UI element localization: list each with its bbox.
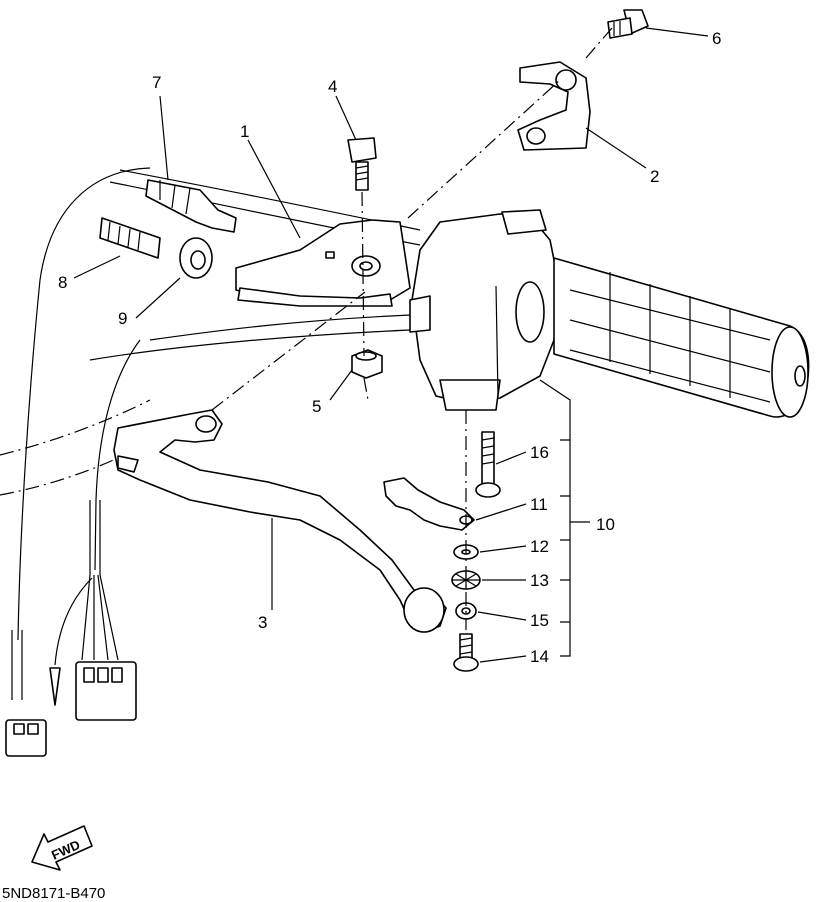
part-11-switch-plate <box>383 477 475 531</box>
callout-4: 4 <box>328 77 337 96</box>
forward-arrow-icon: FWD <box>31 825 93 871</box>
callout-9: 9 <box>118 309 127 328</box>
handlebar-grip <box>553 257 810 418</box>
part-14-screw <box>453 633 479 672</box>
callout-16: 16 <box>530 443 549 462</box>
callout-14: 14 <box>530 647 549 666</box>
callout-8: 8 <box>58 273 67 292</box>
callout-1: 1 <box>240 122 249 141</box>
part-10-handlebar-switch <box>409 209 559 411</box>
callout-2: 2 <box>650 167 659 186</box>
callout-11: 11 <box>530 495 548 514</box>
callout-15: 15 <box>530 611 549 630</box>
diagram-code: 5ND8171-B470 <box>2 885 105 902</box>
part-9-locknut <box>179 237 213 279</box>
part-5-nut <box>351 349 383 379</box>
callout-6: 6 <box>712 29 721 48</box>
part-4-pivot-bolt <box>347 137 377 191</box>
part-7-cable-adjuster <box>145 179 237 233</box>
callout-5: 5 <box>312 397 321 416</box>
callout-labels: 1 2 3 4 5 6 7 8 9 10 11 12 13 14 15 16 <box>58 29 721 666</box>
part-1-lever-holder <box>235 219 411 307</box>
part-6-screw <box>607 9 649 39</box>
part-16-screw <box>475 431 501 498</box>
callout-7: 7 <box>152 73 161 92</box>
callout-3: 3 <box>258 613 267 632</box>
part-3-clutch-lever <box>113 409 447 633</box>
assembly-lines <box>211 27 613 630</box>
part-8-adjuster-bolt <box>99 217 161 259</box>
callout-13: 13 <box>530 571 549 590</box>
leader-lines <box>73 27 709 663</box>
switch-wire-harness <box>5 167 151 757</box>
callout-10: 10 <box>596 515 615 534</box>
callout-12: 12 <box>530 537 549 556</box>
part-2-bracket <box>517 61 591 151</box>
